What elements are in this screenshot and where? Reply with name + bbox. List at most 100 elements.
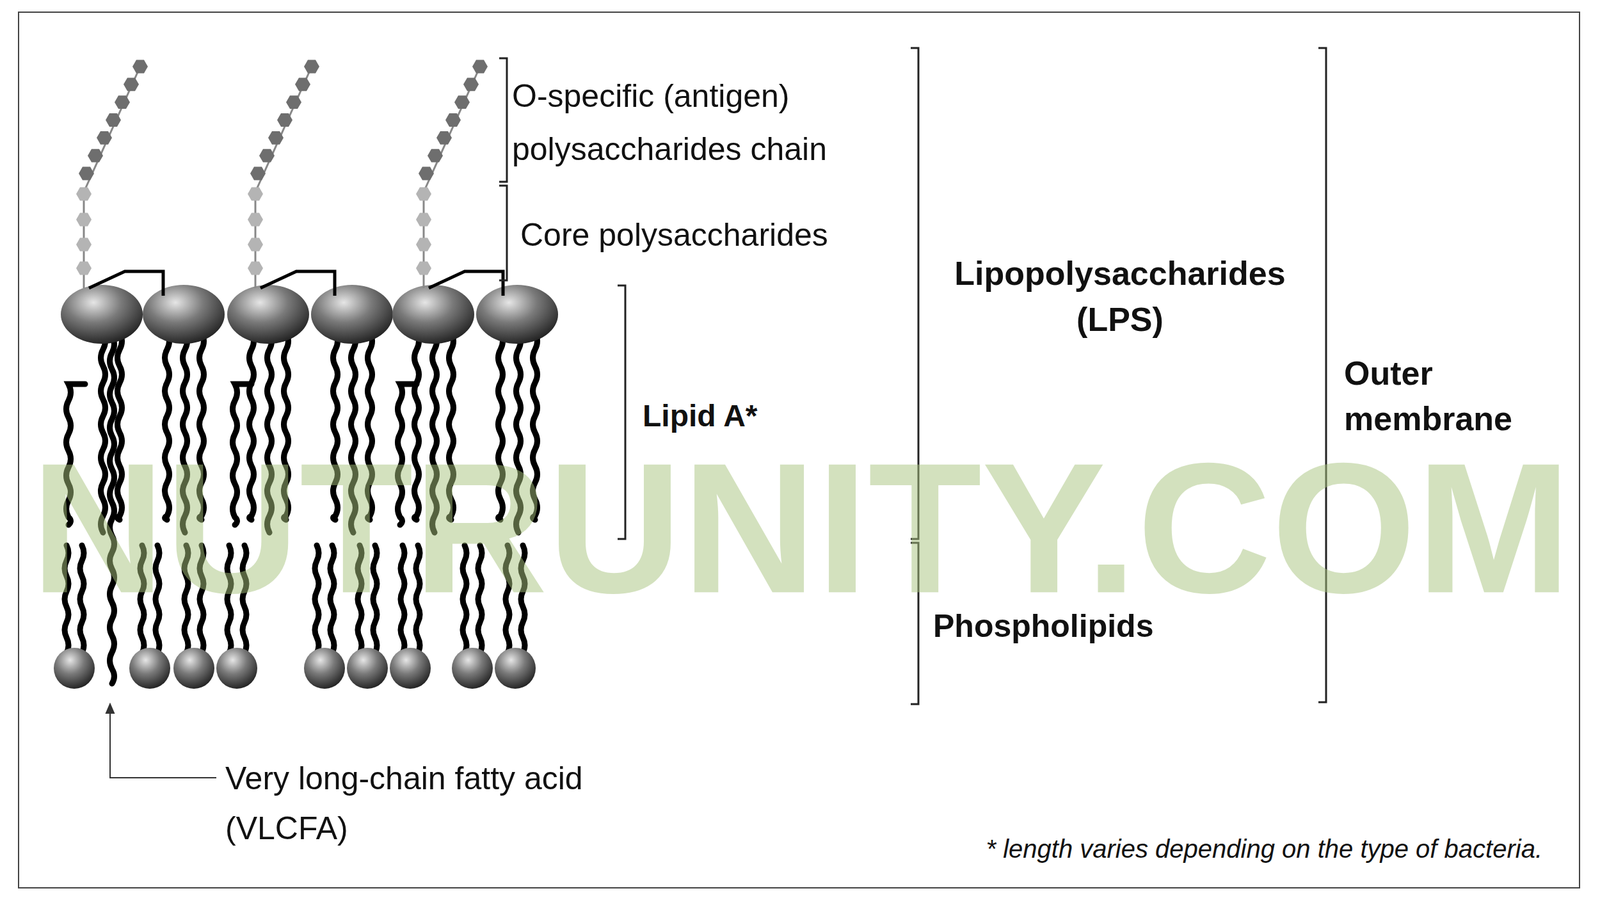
lipid-a-head — [476, 284, 559, 344]
phospholipid-tail — [373, 545, 377, 653]
phospholipid-tail — [199, 545, 204, 653]
fatty-acid-tails — [64, 332, 538, 684]
leader-line — [110, 711, 217, 778]
core-link — [88, 271, 164, 296]
sugar-bead — [247, 238, 264, 252]
lipid-a-branch — [232, 384, 253, 525]
lipid-a-label: Lipid A* — [642, 397, 886, 435]
sugar-bead — [96, 131, 112, 145]
watermark: NUTRUNITY.COM — [30, 435, 1572, 621]
lipid-a-head — [60, 284, 143, 344]
footnote: * length varies depending on the type of… — [825, 833, 1543, 864]
phospholipid-head — [304, 647, 345, 689]
lipid-a-tail — [249, 332, 255, 520]
sugar-bead — [472, 60, 488, 74]
phospholipid-head — [389, 647, 431, 689]
o-antigen-label: O-specific (antigen) polysaccharides cha… — [512, 69, 922, 176]
lipid-a-head — [311, 284, 393, 344]
lipid-a-tail — [351, 332, 356, 533]
phospholipid-tail — [357, 545, 362, 653]
lipid-a-branch — [398, 384, 418, 525]
lipid-a-tail — [117, 332, 123, 520]
phospholipid-head — [129, 647, 171, 689]
leader-arrowhead — [106, 704, 114, 713]
phospholipids-label: Phospholipids — [933, 606, 1292, 646]
lipid-a-head — [392, 284, 475, 344]
sugar-bead — [295, 77, 311, 91]
lipid-a-tail — [183, 332, 188, 533]
phospholipid-head — [53, 647, 95, 689]
sugar-bead — [268, 131, 284, 145]
lipid-heads — [53, 284, 559, 689]
sugar-bead — [76, 238, 92, 252]
brackets — [499, 48, 1327, 704]
sugar-bead — [416, 187, 432, 201]
phospholipid-tail — [314, 545, 319, 653]
lipid-a-tail — [165, 332, 170, 520]
sugar-bead — [416, 238, 432, 252]
sugar-bead — [463, 77, 479, 91]
phospholipid-tail — [155, 545, 160, 653]
sugar-bead — [427, 149, 443, 163]
lipid-a-tail — [333, 332, 338, 520]
sugar-bead — [76, 213, 92, 227]
vlcfa-label: Very long-chain fatty acid (VLCFA) — [225, 753, 699, 854]
sugar-bead — [123, 77, 139, 91]
sugar-bead — [87, 149, 104, 163]
sugar-bead — [304, 60, 320, 74]
lipid-a-tail — [432, 332, 438, 533]
phospholipid-tail — [505, 545, 510, 653]
lipid-a-tail — [533, 332, 538, 520]
phospholipid-tail — [242, 545, 247, 653]
phospholipid-head — [173, 647, 215, 689]
sugar-bead — [250, 167, 266, 181]
bracket — [910, 542, 919, 704]
lipid-a-tail — [414, 332, 420, 520]
phospholipid-head — [494, 647, 536, 689]
sugar-bead — [247, 261, 264, 276]
phospholipid-tail — [140, 545, 144, 653]
sugar-bead — [247, 187, 264, 201]
sugar-bead — [416, 261, 432, 276]
phospholipid-tail — [478, 545, 482, 653]
lipid-a-tail — [267, 332, 272, 533]
sugar-bead — [132, 60, 148, 74]
sugar-bead — [114, 95, 130, 109]
chain-link — [423, 66, 480, 288]
sugar-bead — [76, 187, 92, 201]
sugar-bead — [259, 149, 275, 163]
lps-label: Lipopolysaccharides (LPS) — [928, 250, 1312, 343]
sugar-bead — [454, 95, 470, 109]
sugar-bead — [277, 113, 293, 127]
phospholipid-head — [451, 647, 493, 689]
phospholipid-head — [346, 647, 388, 689]
core-label: Core polysaccharides — [520, 215, 905, 255]
sugar-bead — [247, 213, 264, 227]
lipid-a-tail — [516, 332, 521, 533]
chain-link — [83, 66, 141, 288]
vlcfa-leader — [106, 704, 217, 778]
phospholipid-tail — [462, 545, 467, 653]
lipid-a-branch — [66, 384, 86, 525]
sugar-bead — [76, 261, 92, 276]
phospholipid-tail — [416, 545, 420, 653]
sugar-bead — [418, 167, 434, 181]
lipid-a-head — [142, 284, 225, 344]
chain-link — [255, 66, 312, 288]
sugar-bead — [445, 113, 461, 127]
sugar-bead — [105, 113, 121, 127]
outer-membrane-label: Outer membrane — [1344, 350, 1575, 442]
core-link — [260, 271, 335, 296]
lipid-a-head — [227, 284, 310, 344]
bracket — [499, 58, 507, 182]
phospholipid-head — [216, 647, 258, 689]
lipid-a-tail — [101, 332, 106, 533]
lipid-a-tail — [284, 332, 289, 520]
phospholipid-tail — [184, 545, 189, 653]
phospholipid-tail — [330, 545, 335, 653]
lipid-a-tail — [498, 332, 504, 520]
lipid-a-tail — [368, 332, 373, 520]
vlcfa-tail — [110, 336, 115, 684]
phospholipid-tail — [400, 545, 405, 653]
phospholipid-tail — [520, 545, 525, 653]
